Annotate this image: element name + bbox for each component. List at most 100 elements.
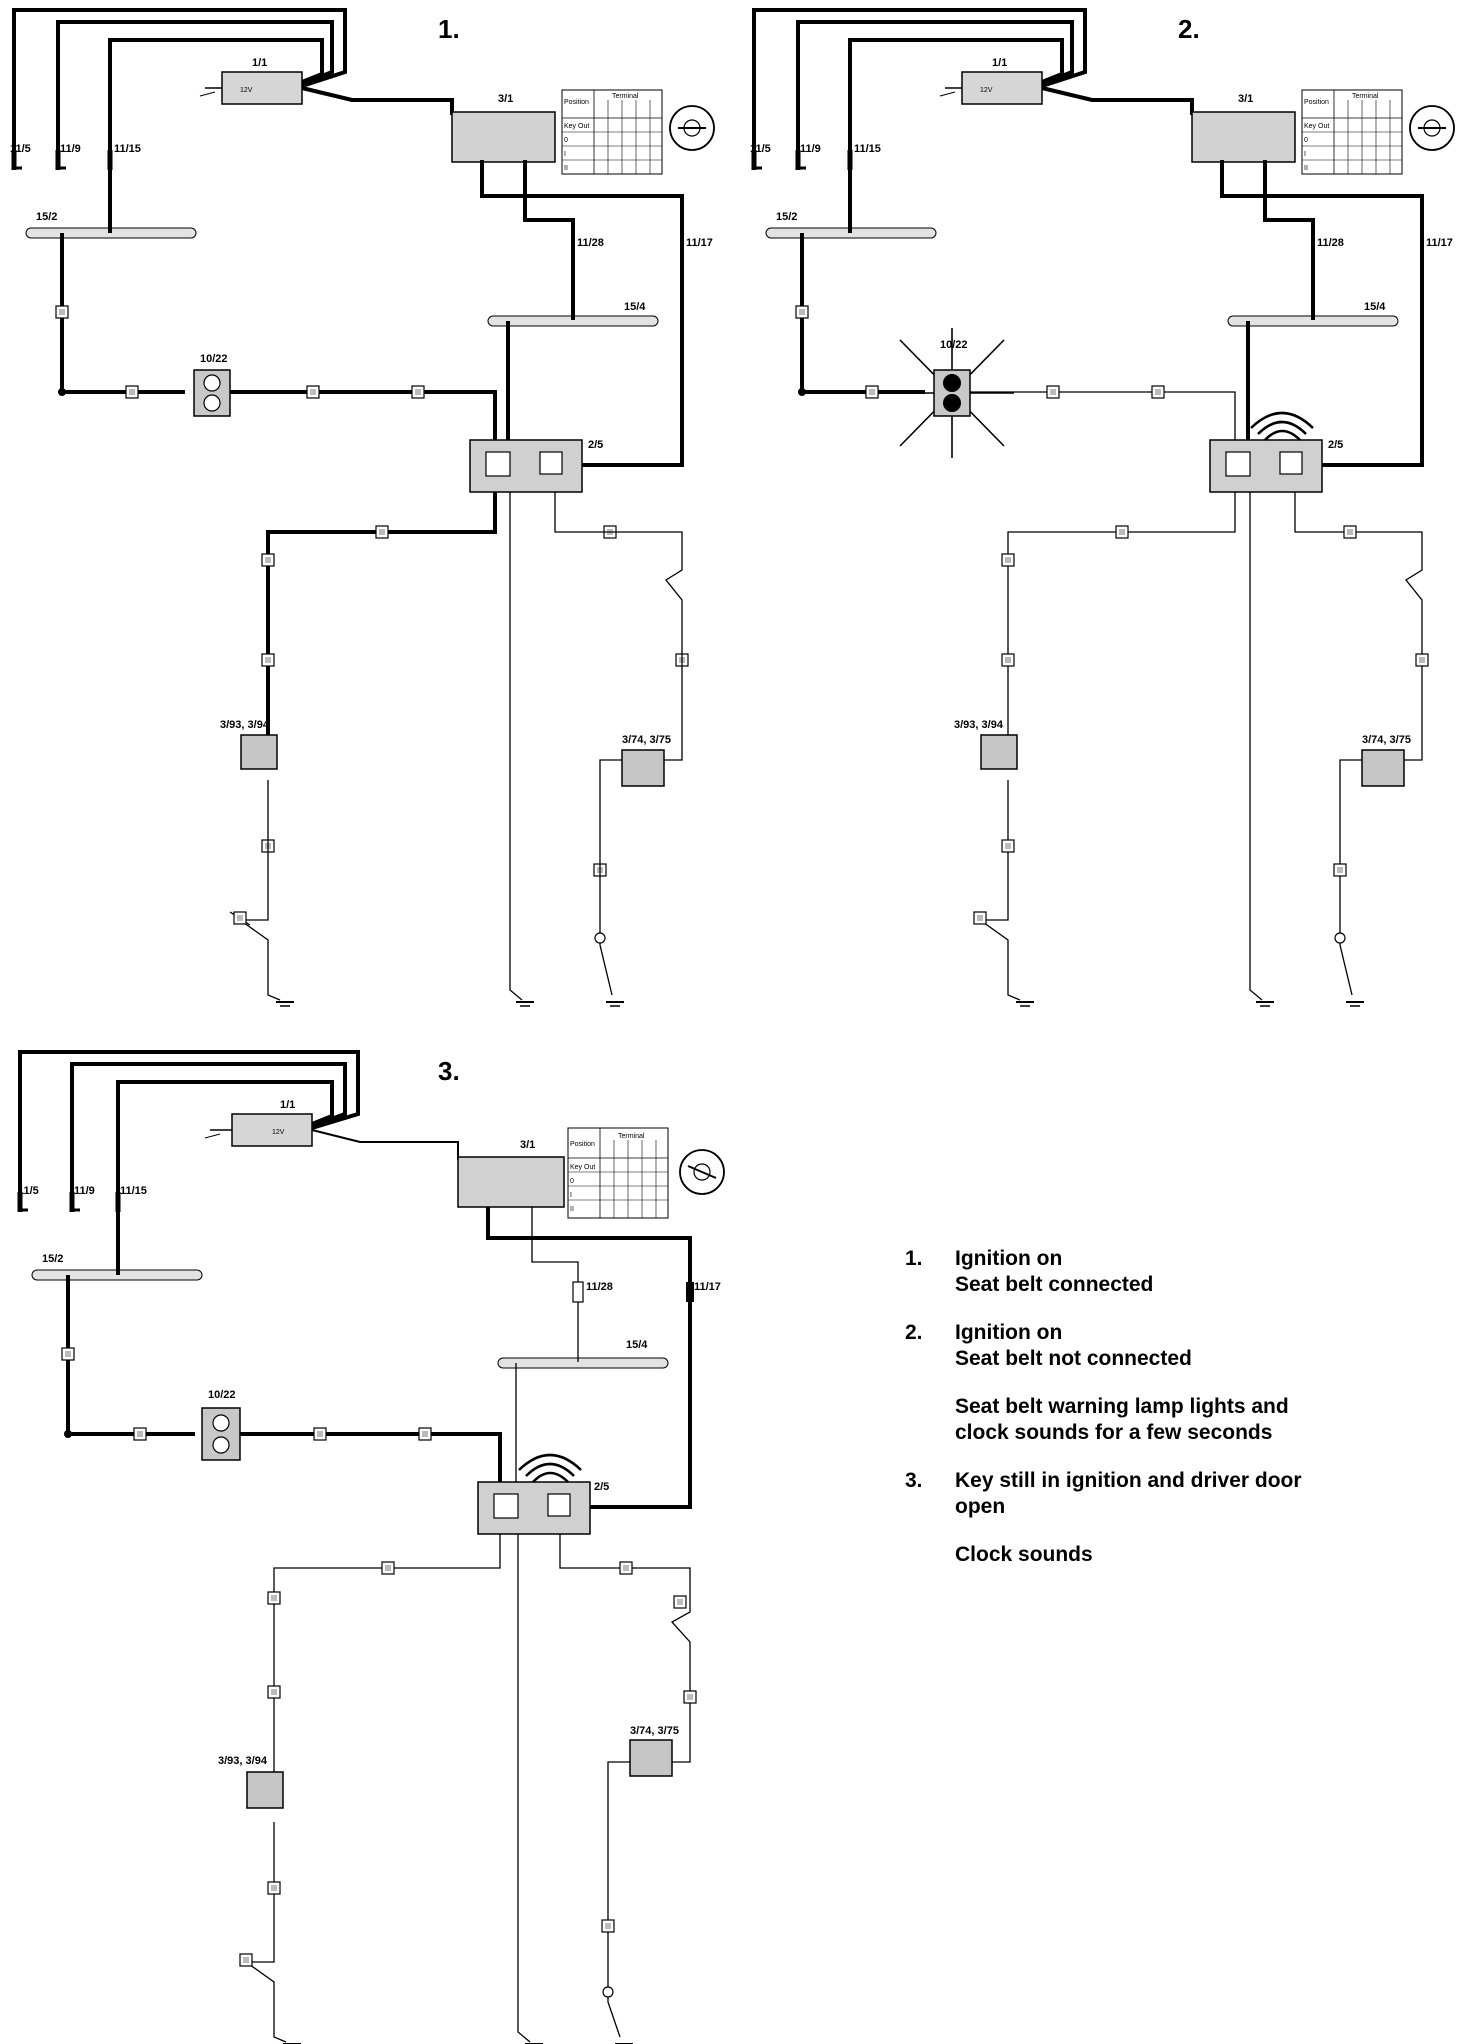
bus-bar-right: 15/4: [497, 1339, 669, 1369]
svg-text:10/22: 10/22: [200, 353, 228, 365]
ignition-switch: 3/1 Position Terminal Key Out 0 I II: [451, 89, 715, 175]
battery: 12V 1/1: [939, 57, 1043, 105]
svg-text:15/4: 15/4: [1364, 301, 1386, 313]
svg-text:II: II: [570, 1206, 574, 1213]
svg-text:0: 0: [564, 137, 568, 144]
svg-text:I: I: [564, 151, 566, 158]
svg-text:3/74, 3/75: 3/74, 3/75: [1362, 734, 1411, 746]
bus-bar-right: 15/4: [487, 301, 659, 327]
battery: 12V 1/1: [199, 57, 303, 105]
sound-waves-icon: [518, 1453, 582, 1483]
ignition-switch: 3/1 Position Terminal Key Out 0 I II: [457, 1127, 725, 1219]
warning-lamp: 10/22: [193, 353, 231, 417]
legend-note-3: Clock sounds: [955, 1543, 1093, 1566]
svg-text:2/5: 2/5: [588, 439, 603, 451]
battery-voltage: 12V: [240, 87, 253, 94]
svg-text:11/28: 11/28: [586, 1281, 613, 1293]
svg-text:11/15: 11/15: [854, 143, 881, 155]
relay-unit: 2/5: [469, 439, 603, 493]
ground-label-c: 11/15: [114, 143, 141, 155]
ground-label-b: 11/9: [60, 143, 81, 155]
svg-text:1/1: 1/1: [992, 57, 1007, 69]
relay-unit: 2/5: [1209, 411, 1343, 493]
key-lock-icon: [1409, 105, 1455, 151]
svg-text:Terminal: Terminal: [1352, 93, 1379, 100]
svg-text:11/5: 11/5: [750, 143, 771, 155]
legend-item-1: 1. Ignition on Seat belt connected: [905, 1247, 1154, 1296]
diagram-number: 2.: [1178, 14, 1200, 44]
diagram-number: 3.: [438, 1056, 460, 1086]
svg-text:0: 0: [570, 1178, 574, 1185]
relay-unit: 2/5: [477, 1453, 609, 1535]
conn-label-a: 11/28: [577, 237, 604, 249]
legend-note-2: Seat belt warning lamp lights and clock …: [955, 1395, 1289, 1444]
diagram-3: 3. 11/5 11/9 11/15 12V 1/1 3/1: [17, 1050, 725, 2044]
legend-item-2: 2. Ignition on Seat belt not connected: [905, 1321, 1192, 1370]
svg-text:11/17: 11/17: [1426, 237, 1453, 249]
svg-text:Terminal: Terminal: [618, 1133, 645, 1140]
svg-text:12V: 12V: [272, 1129, 285, 1136]
svg-text:Position: Position: [1304, 99, 1329, 106]
svg-text:Key Out: Key Out: [564, 123, 589, 130]
svg-text:3/1: 3/1: [1238, 93, 1253, 105]
svg-text:11/15: 11/15: [120, 1185, 147, 1197]
switch-right: 3/74, 3/75: [1361, 734, 1411, 787]
key-lock-icon: [679, 1149, 725, 1195]
warning-lamp-lit: 10/22: [890, 328, 1014, 458]
svg-text:10/22: 10/22: [940, 339, 968, 351]
svg-text:1/1: 1/1: [280, 1099, 295, 1111]
battery-label: 1/1: [252, 57, 267, 69]
svg-text:II: II: [1304, 165, 1308, 172]
diagram-2: 2. 11/5 11/9 11/15 12V 1/1 3/1: [750, 8, 1455, 1007]
svg-text:0: 0: [1304, 137, 1308, 144]
svg-text:3/93, 3/94: 3/93, 3/94: [954, 719, 1004, 731]
bus-bar-right: 15/4: [1227, 301, 1399, 327]
diagram-1: 1. 11/5 11/9 11/15 12V 1/1 3/1: [10, 8, 715, 1007]
svg-text:15/4: 15/4: [624, 301, 646, 313]
svg-text:15/2: 15/2: [36, 211, 57, 223]
ignition-switch: 3/1 Position Terminal Key Out 0 I II: [1191, 89, 1455, 175]
legend-item-3: 3. Key still in ignition and driver door…: [905, 1469, 1302, 1518]
svg-text:3/74, 3/75: 3/74, 3/75: [630, 1725, 679, 1737]
svg-text:3/1: 3/1: [520, 1139, 535, 1151]
svg-text:Key Out: Key Out: [1304, 123, 1329, 130]
key-lock-icon: [669, 105, 715, 151]
svg-text:3/93, 3/94: 3/93, 3/94: [218, 1755, 268, 1767]
switch-right: 3/74, 3/75: [621, 734, 671, 787]
svg-text:15/4: 15/4: [626, 1339, 648, 1351]
svg-text:12V: 12V: [980, 87, 993, 94]
conn-label-b: 11/17: [686, 237, 713, 249]
ignition-table: Position Terminal Key Out 0 I II: [1301, 89, 1403, 175]
switch-left: 3/93, 3/94: [220, 719, 278, 770]
svg-text:Key Out: Key Out: [570, 1164, 595, 1171]
warning-lamp: 10/22: [201, 1389, 241, 1461]
svg-text:11/28: 11/28: [1317, 237, 1344, 249]
svg-text:2/5: 2/5: [594, 1481, 609, 1493]
svg-text:3/93, 3/94: 3/93, 3/94: [220, 719, 270, 731]
svg-text:II: II: [564, 165, 568, 172]
svg-text:Terminal: Terminal: [612, 93, 639, 100]
battery: 12V 1/1: [204, 1099, 313, 1147]
svg-text:Position: Position: [564, 99, 589, 106]
svg-text:10/22: 10/22: [208, 1389, 236, 1401]
ground-label-a: 11/5: [10, 143, 31, 155]
svg-text:3/74, 3/75: 3/74, 3/75: [622, 734, 671, 746]
svg-text:11/17: 11/17: [694, 1281, 721, 1293]
svg-text:11/9: 11/9: [74, 1185, 95, 1197]
ignition-label: 3/1: [498, 93, 513, 105]
thin-wires: [229, 492, 683, 1001]
sound-waves-icon: [1250, 411, 1314, 441]
svg-text:11/9: 11/9: [800, 143, 821, 155]
legend: 1. Ignition on Seat belt connected 2. Ig…: [905, 1246, 1425, 1590]
svg-text:11/5: 11/5: [18, 1185, 39, 1197]
ignition-table: Position Terminal Key Out 0 I II: [561, 89, 663, 175]
svg-text:I: I: [1304, 151, 1306, 158]
svg-text:15/2: 15/2: [42, 1253, 63, 1265]
svg-text:I: I: [570, 1192, 572, 1199]
diagram-number: 1.: [438, 14, 460, 44]
switch-left: 3/93, 3/94: [218, 1755, 284, 1809]
svg-text:15/2: 15/2: [776, 211, 797, 223]
svg-text:Position: Position: [570, 1141, 595, 1148]
switch-right: 3/74, 3/75: [629, 1725, 679, 1777]
